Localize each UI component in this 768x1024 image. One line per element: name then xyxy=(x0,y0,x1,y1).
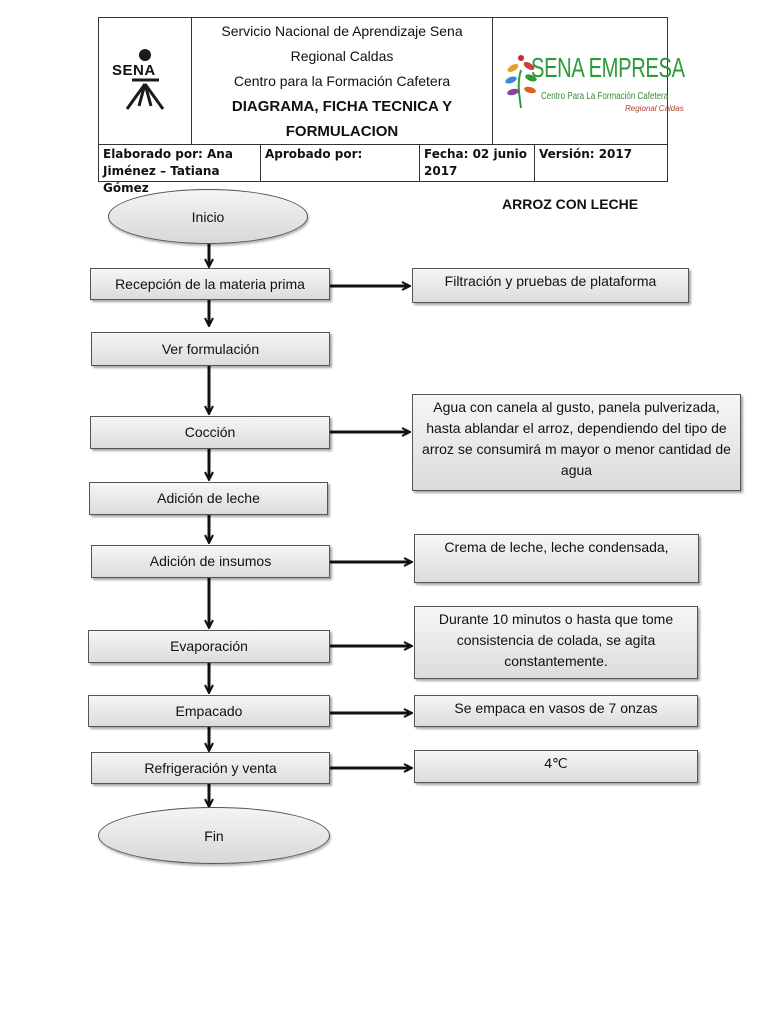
document-header: SENA Servicio Nacional de Aprendizaje Se… xyxy=(98,17,685,195)
note-coccion: Agua con canela al gusto, panela pulveri… xyxy=(412,394,741,491)
sena-logo-icon xyxy=(125,49,165,110)
fecha-cell: Fecha: 02 junio 2017 xyxy=(419,144,535,182)
elaborado-line-2: Jiménez – Tatiana Gómez xyxy=(103,164,220,195)
note-evaporacion: Durante 10 minutos o hasta que tome cons… xyxy=(414,606,698,679)
sena-empresa-region: Regional Caldas xyxy=(625,104,684,113)
flow-start: Inicio xyxy=(108,189,308,244)
header-title-1: DIAGRAMA, FICHA TECNICA Y xyxy=(231,97,453,115)
sena-empresa-subtitle: Centro Para La Formación Cafetera xyxy=(541,91,669,102)
step-recepcion: Recepción de la materia prima xyxy=(90,268,330,300)
note-refrigeracion: 4℃ xyxy=(414,750,698,783)
sena-logo-text: SENA xyxy=(112,62,156,79)
step-adicion-leche: Adición de leche xyxy=(89,482,328,515)
fecha-line-2: 2017 xyxy=(424,164,458,178)
step-coccion: Cocción xyxy=(90,416,330,449)
step-evaporacion: Evaporación xyxy=(88,630,330,663)
version-label: Versión: 2017 xyxy=(539,147,633,161)
note-recepcion: Filtración y pruebas de plataforma xyxy=(412,268,689,303)
step-refrigeracion: Refrigeración y venta xyxy=(91,752,330,784)
flow-end: Fin xyxy=(98,807,330,864)
document-title: ARROZ CON LECHE xyxy=(502,196,639,212)
step-formulacion: Ver formulación xyxy=(91,332,330,366)
header-title-2: FORMULACION xyxy=(285,122,399,140)
header-title-block: Servicio Nacional de Aprendizaje Sena Re… xyxy=(191,17,493,145)
org-center: Centro para la Formación Cafetera xyxy=(233,72,451,89)
org-name: Servicio Nacional de Aprendizaje Sena xyxy=(221,22,463,39)
fecha-line-1: Fecha: 02 junio xyxy=(424,147,528,161)
sena-empresa-text: SENA EMPRESA xyxy=(531,52,685,83)
org-region: Regional Caldas xyxy=(290,47,394,64)
note-insumos: Crema de leche, leche condensada, xyxy=(414,534,699,583)
coffee-plant-icon xyxy=(505,55,537,109)
elaborado-cell: Elaborado por: Ana Jiménez – Tatiana Góm… xyxy=(98,144,261,195)
note-empacado: Se empaca en vasos de 7 onzas xyxy=(414,695,698,727)
elaborado-line-1: Elaborado por: Ana xyxy=(103,147,233,161)
aprobado-label: Aprobado por: xyxy=(265,147,363,161)
step-adicion-insumos: Adición de insumos xyxy=(91,545,330,578)
version-cell: Versión: 2017 xyxy=(534,144,668,182)
step-empacado: Empacado xyxy=(88,695,330,727)
